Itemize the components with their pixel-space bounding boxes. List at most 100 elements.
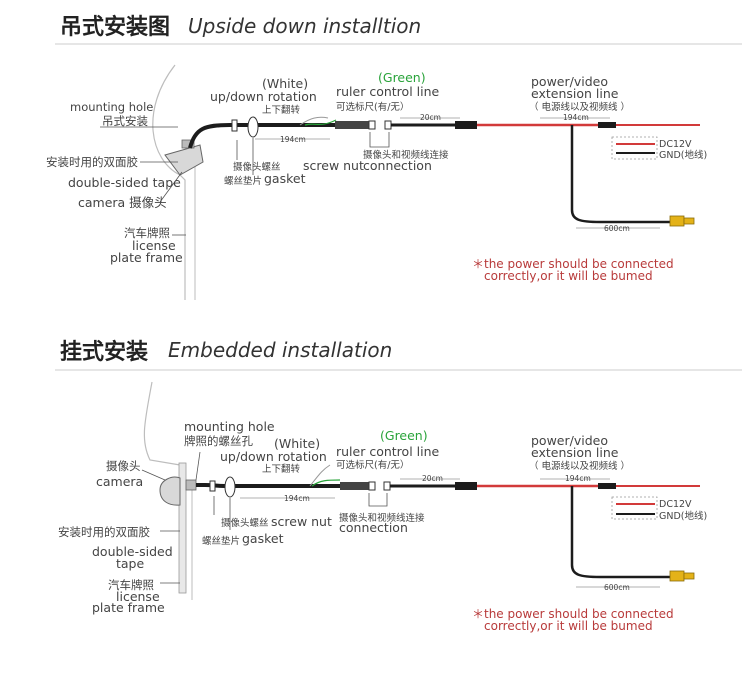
dim-194-b: 194cm	[565, 474, 591, 483]
white-lead	[309, 464, 331, 487]
power-fuse	[598, 122, 616, 128]
camera-en-label: camera	[96, 474, 143, 489]
connection-bracket	[369, 132, 390, 148]
dim-600: 600cm	[604, 583, 630, 592]
power-en-label-2: extension line	[531, 86, 619, 101]
power-terminal-box	[611, 136, 658, 160]
ruler-control-box	[335, 121, 370, 129]
video-plug	[384, 120, 392, 130]
rotation-en-label: up/down rotation	[220, 449, 327, 464]
dc12v-label: DC12V	[659, 139, 692, 150]
power-en-label-1: power/video	[531, 74, 608, 89]
plate-en-label-1: license	[132, 238, 176, 253]
camera-plug	[368, 481, 376, 491]
ruler-en-label: ruler control line	[336, 444, 440, 459]
ruler-control-box	[340, 482, 370, 490]
mounting-hole-zh-label: 牌照的螺丝孔	[184, 434, 253, 448]
upside-down-diagram: 吊式安装图 Upside down installtion mounting h…	[46, 14, 742, 300]
section-title-zh: 挂式安装	[60, 339, 148, 365]
power-zh-label: （ 电源线以及视频线 ）	[529, 101, 630, 113]
tape-zh-label: 安装时用的双面胶	[46, 155, 138, 169]
dim-194-a: 194cm	[284, 494, 310, 503]
dim-20: 20cm	[420, 113, 441, 122]
warning-line-2: correctly,or it will be bumed	[484, 269, 653, 283]
connection-zh-label: 摄像头和视频线连接	[363, 149, 449, 161]
warning-line-1: ＊the power should be connected	[472, 607, 674, 621]
rca-connector-icon	[669, 570, 685, 582]
green-lead	[304, 119, 337, 126]
connection-en-label: connection	[339, 520, 408, 535]
screw-nut-en-label: screw nut	[303, 158, 364, 173]
plate-zh-label: 汽车牌照	[108, 578, 154, 592]
embedded-installation-panel: 挂式安装 Embedded installation 摄像头 camera 安装…	[0, 330, 750, 691]
gnd-label: GND(地线)	[659, 510, 707, 522]
camera-label: camera 摄像头	[78, 195, 167, 210]
rotation-zh-label: 上下翻转	[262, 104, 301, 116]
screw-nut-shape	[231, 119, 238, 132]
rotation-zh-label: 上下翻转	[262, 463, 301, 475]
video-plug	[383, 481, 391, 491]
camera-leader	[159, 171, 183, 203]
gasket-shape	[224, 476, 236, 498]
video-cable	[570, 125, 670, 224]
dim-20: 20cm	[422, 474, 443, 483]
dim-600: 600cm	[604, 224, 630, 233]
white-label: (White)	[262, 76, 308, 91]
power-en-label-2: extension line	[531, 445, 619, 460]
tape-en-label-2: tape	[116, 556, 144, 571]
tape-en-label-1: double-sided	[92, 544, 173, 559]
white-label: (White)	[274, 436, 320, 451]
green-lead	[311, 479, 341, 487]
gnd-label: GND(地线)	[659, 149, 707, 161]
connection-zh-label: 摄像头和视频线连接	[339, 512, 425, 524]
power-zh-label: （ 电源线以及视频线 ）	[529, 460, 630, 472]
screw-nut-en-label: screw nut	[271, 514, 332, 529]
mounting-hole-label: mounting hole	[184, 419, 275, 434]
plate-en-label-1: license	[116, 589, 160, 604]
section-title-en: Upside down installtion	[188, 14, 421, 38]
rca-connector-icon	[669, 215, 685, 227]
connection-bracket	[368, 493, 388, 507]
mounting-hole-label: mounting hole	[70, 100, 153, 114]
rotation-en-label: up/down rotation	[210, 89, 317, 104]
power-en-label-1: power/video	[531, 433, 608, 448]
power-fuse	[598, 483, 616, 489]
camera-cable	[196, 483, 340, 488]
warning-line-1: ＊the power should be connected	[472, 257, 674, 271]
power-terminal-box	[611, 496, 658, 520]
gasket-en-label: gasket	[264, 171, 306, 186]
video-cable	[570, 486, 670, 579]
ruler-zh-label: 可选标尺(有/无）	[336, 101, 409, 113]
tape-zh-label: 安装时用的双面胶	[58, 525, 150, 539]
mounting-hole-leader	[195, 451, 201, 481]
plate-zh-label: 汽车牌照	[124, 226, 170, 240]
gasket-en-label: gasket	[242, 531, 284, 546]
screw-nut-zh-label: 摄像头螺丝	[221, 517, 269, 529]
plate-en-label-2: plate frame	[92, 600, 165, 615]
license-plate-frame	[178, 462, 187, 594]
plate-en-label-2: plate frame	[110, 250, 183, 265]
dc12v-label: DC12V	[659, 499, 692, 510]
extension-plug	[455, 482, 477, 490]
gasket-shape	[247, 116, 259, 138]
warning-line-2: correctly,or it will be bumed	[484, 619, 653, 633]
ruler-zh-label: 可选标尺(有/无）	[336, 459, 409, 471]
dim-194-a: 194cm	[280, 135, 306, 144]
upside-down-installation-panel: 吊式安装图 Upside down installtion mounting h…	[0, 0, 750, 330]
camera-zh-label: 摄像头	[106, 459, 141, 473]
section-title-en: Embedded installation	[168, 338, 392, 362]
section-title-zh: 吊式安装图	[60, 14, 170, 40]
camera-icon	[164, 139, 204, 176]
gasket-zh-label: 螺丝垫片	[224, 175, 262, 187]
rca-tip-icon	[683, 572, 695, 580]
dim-194-b: 194cm	[563, 113, 589, 122]
rca-tip-icon	[683, 217, 695, 225]
camera-leader	[141, 469, 166, 481]
camera-icon	[159, 476, 197, 506]
tape-en-label: double-sided tape	[68, 175, 181, 190]
embedded-diagram: 挂式安装 Embedded installation 摄像头 camera 安装…	[55, 338, 742, 633]
white-lead	[299, 116, 329, 126]
gasket-zh-label: 螺丝垫片	[202, 535, 240, 547]
ruler-en-label: ruler control line	[336, 84, 440, 99]
camera-cable	[188, 123, 335, 149]
